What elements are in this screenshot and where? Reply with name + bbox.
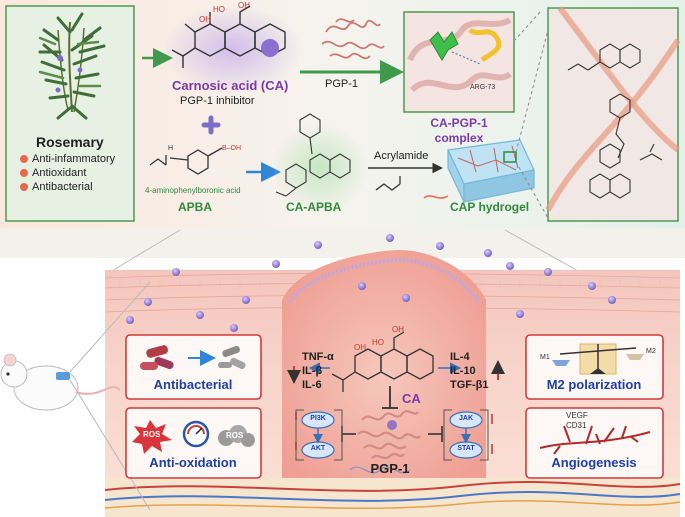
carnosic-acid-structure: [171, 5, 286, 68]
plus-icon: [201, 115, 221, 135]
boronic-label: B–OH: [222, 145, 241, 152]
ca-label: CA: [402, 391, 421, 406]
property-item: Anti-infammatory: [32, 153, 116, 165]
hydrogel-label: CAP hydrogel: [450, 200, 530, 214]
apba-structure: [149, 147, 223, 175]
residue-label: ARG-73: [470, 84, 496, 91]
pgp1-label: PGP-1: [325, 78, 359, 90]
balance-scale-icon: [552, 343, 644, 375]
blood-vessels: [104, 481, 681, 510]
cytokine-label: IL-6: [302, 379, 322, 391]
mouse-icon: [0, 353, 121, 411]
vegf-label: VEGF: [566, 411, 588, 420]
acrylamide-structure: [375, 176, 401, 191]
hydroxyl-label: OH: [354, 343, 366, 352]
jak-stat-pathway: [428, 409, 493, 461]
m2-polarization-label: M2 polarization: [546, 377, 642, 392]
antibacterial-label: Antibacterial: [153, 377, 233, 392]
dead-bacteria-icon: [218, 345, 246, 370]
acrylamide-label: Acrylamide: [374, 150, 429, 162]
pathway-label: JAK: [458, 415, 474, 422]
nh-label: H: [168, 145, 173, 152]
m1-tag: M1: [540, 354, 550, 361]
ca-apba-label: CA-APBA: [286, 200, 342, 214]
pathway-label: AKT: [310, 445, 326, 452]
property-item: Antibacterial: [32, 181, 93, 193]
ros-cloud-icon: [218, 425, 255, 447]
crosslink-structure-icon: [567, 43, 663, 199]
complex-structure-icon: [407, 17, 512, 93]
apba-full-name: 4-aminophenylboronic acid: [145, 186, 241, 195]
apba-label: APBA: [178, 200, 213, 214]
pi3k-akt-pathway: [295, 409, 356, 462]
hydrogel-particles: [126, 234, 616, 332]
complex-box: [403, 11, 515, 113]
m2-tag: M2: [646, 348, 656, 355]
ros-label: ROS: [226, 431, 244, 440]
cytokine-label: IL-4: [450, 351, 470, 363]
carboxyl-label: OH: [392, 325, 404, 334]
gauge-icon: [182, 420, 210, 448]
rosemary-title: Rosemary: [36, 134, 104, 150]
vessel-branch-icon: [539, 425, 651, 455]
pgp1-protein-icon: [321, 18, 385, 60]
ca-structure-center: [331, 331, 434, 392]
property-item: Antioxidant: [32, 167, 87, 179]
rosemary-plant-icon: [38, 12, 106, 120]
carnosic-acid-label: Carnosic acid (CA): [172, 78, 289, 93]
pathway-label: PI3K: [310, 415, 326, 422]
pgp1-protein-center-icon: [357, 410, 421, 460]
pathway-label: STAT: [457, 445, 475, 452]
complex-label-line2: complex: [434, 131, 484, 145]
carboxyl-label: OH: [238, 1, 250, 10]
bullet-icon: [20, 155, 28, 163]
bacteria-icon: [140, 345, 174, 370]
hydrogel-zoom-box: [547, 7, 679, 222]
ca-binding-site-icon: [261, 39, 279, 57]
cytokine-label: IL-β: [302, 365, 323, 377]
bullet-icon: [20, 169, 28, 177]
hydroxyl-label: OH: [199, 15, 211, 24]
hydrogel-block-icon: [447, 139, 535, 203]
ros-label: ROS: [143, 430, 161, 439]
pgp1-center-label: PGP-1: [370, 461, 410, 476]
anti-oxidation-label: Anti-oxidation: [149, 455, 237, 470]
angiogenesis-label: Angiogenesis: [551, 455, 637, 470]
ca-apba-structure: [275, 113, 351, 197]
hydroxyl-label: HO: [372, 338, 384, 347]
inhibitor-label: PGP-1 inhibitor: [180, 95, 255, 107]
cytokine-label: IL-10: [450, 365, 476, 377]
angiogenesis-box: [525, 407, 664, 479]
complex-label-line1: CA-PGP-1: [430, 116, 488, 130]
ros-burst-icon: [132, 420, 172, 454]
hydroxyl-label: HO: [213, 5, 225, 14]
cd31-label: CD31: [566, 421, 587, 430]
bullet-icon: [20, 183, 28, 191]
cytokine-label: TGF-β1: [450, 379, 489, 391]
cytokine-label: TNF-α: [302, 351, 334, 363]
